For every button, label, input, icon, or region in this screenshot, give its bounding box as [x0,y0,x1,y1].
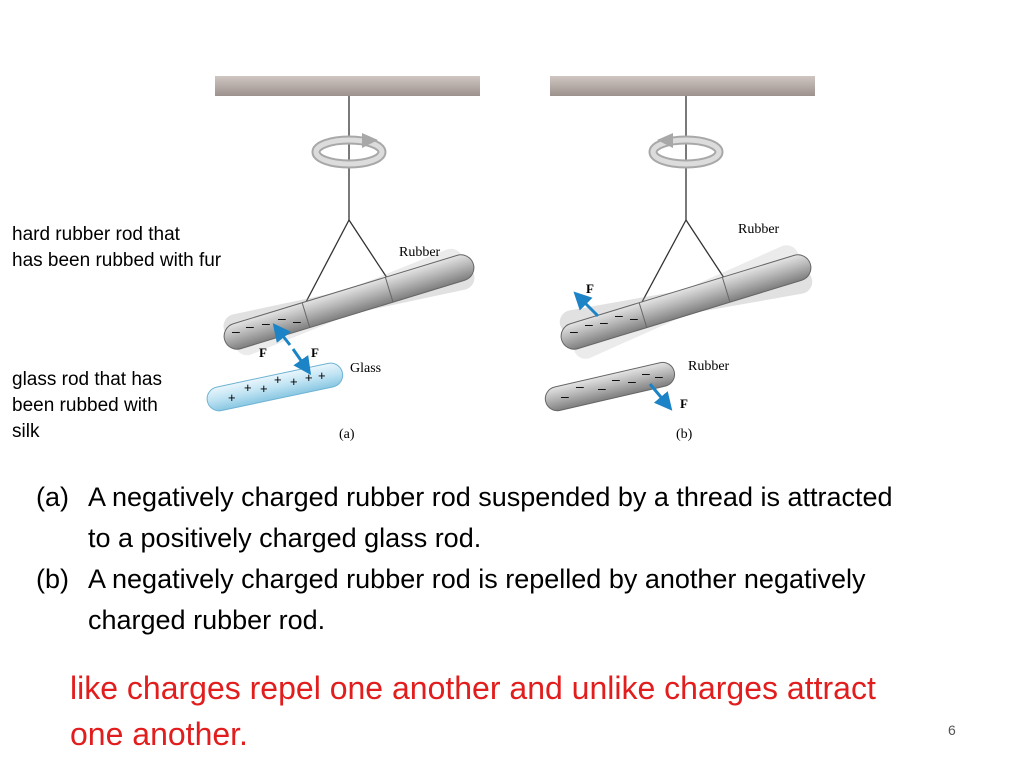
annotation-glass-line1: glass rod that has [12,369,162,390]
caption-text: A negatively charged rubber rod is repel… [88,564,866,635]
force-label-a1: F [259,345,267,360]
rubber-rod-fixed-b [544,361,676,412]
annotation-rubber-line2: has been rubbed with fur [12,250,222,271]
negative-charge-sign: – [232,323,240,339]
panel-label-b: (b) [676,427,693,442]
caption-text: A negatively charged rubber rod suspende… [88,482,893,553]
annotation-glass-line3: silk [12,421,40,442]
caption-list: (a) A negatively charged rubber rod susp… [36,477,916,641]
negative-charge-sign: – [612,371,620,387]
caption-marker: (a) [36,482,69,512]
negative-charge-sign: – [246,318,254,334]
force-arrow-a-up [272,323,292,346]
force-label-b2: F [680,396,688,411]
charge-figure: – – – – – + + + + + + + F F R [206,76,815,442]
negative-charges-a: – – – – – [232,310,301,339]
negative-charge-sign: – [262,315,270,331]
positive-charges-glass: + + + + + + + [228,368,326,405]
hanger-right-a [348,219,394,288]
negative-charge-sign: – [598,380,606,396]
label-rubber-b-top: Rubber [738,222,780,237]
panel-b-diagram: – – – – – – – – – – – – F F R [544,76,815,442]
positive-charge-sign: + [244,380,252,395]
positive-charge-sign: + [290,374,298,389]
charge-rule-statement: like charges repel one another and unlik… [70,670,876,752]
panel-label-a: (a) [339,427,355,442]
negative-charge-sign: – [655,368,663,384]
rotation-arrow-icon [648,133,724,169]
caption-item: (b) A negatively charged rubber rod is r… [36,559,916,641]
positive-charge-sign: + [260,381,268,396]
negative-charge-sign: – [630,310,638,326]
positive-charge-sign: + [305,370,313,385]
hanger-left-b [641,219,687,303]
negative-charges-b-bottom: – – – – – – – [561,365,663,404]
negative-charge-sign: – [576,378,584,394]
label-glass: Glass [350,361,381,376]
label-rubber-a: Rubber [399,245,441,260]
panel-a-diagram: – – – – – + + + + + + + F F R [206,76,480,442]
annotation-glass-line2: been rubbed with [12,395,158,416]
ceiling-a [215,76,480,96]
negative-charge-sign: – [561,388,569,404]
negative-charge-sign: – [293,313,301,329]
negative-charge-sign: – [278,310,286,326]
positive-charge-sign: + [274,372,282,387]
ceiling-b [550,76,815,96]
negative-charge-sign: – [585,316,593,332]
label-rubber-b-bottom: Rubber [688,359,730,374]
negative-charge-sign: – [600,314,608,330]
rubber-rod-suspended-b [560,254,812,350]
annotation-rubber-rod: hard rubber rod that has been rubbed wit… [12,222,282,274]
force-label-a2: F [311,345,319,360]
negative-charge-sign: – [628,373,636,389]
caption-item: (a) A negatively charged rubber rod susp… [36,477,916,559]
negative-charge-sign: – [570,323,578,339]
glass-rod [206,362,344,412]
negative-charges-b-top: – – – – – [570,307,638,339]
negative-charge-sign: – [615,307,623,323]
force-arrow-b-down [648,383,673,411]
force-arrow-b-up [573,291,600,318]
rotation-arrow-icon [311,133,387,169]
positive-charge-sign: + [318,368,326,383]
force-label-b1: F [586,281,594,296]
annotation-glass-rod: glass rod that has been rubbed with silk [12,367,207,445]
caption-marker: (b) [36,564,69,594]
hanger-right-b [685,219,731,288]
annotation-rubber-line1: hard rubber rod that [12,224,180,245]
page-number: 6 [948,722,956,738]
hanger-left-a [305,219,350,303]
negative-charge-sign: – [642,365,650,381]
force-arrow-a-down [291,348,312,375]
positive-charge-sign: + [228,390,236,405]
